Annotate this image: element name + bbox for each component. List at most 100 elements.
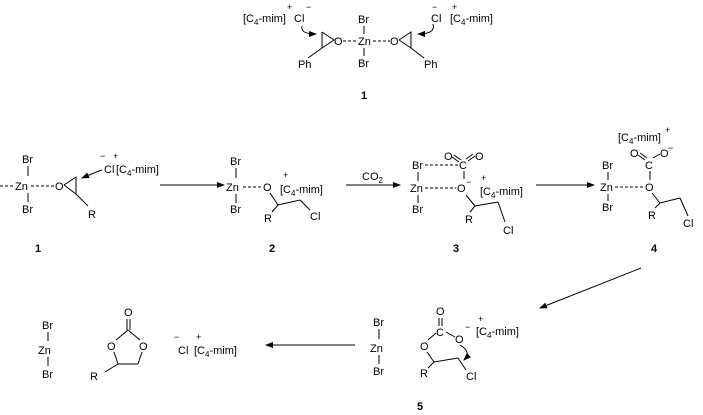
svg-text:O: O — [455, 334, 464, 346]
minus-charge: − — [306, 2, 311, 12]
compound-5: Br Zn Br O C O − + [C4-mim] O R Cl 5 — [370, 306, 519, 413]
svg-text:O: O — [660, 148, 669, 160]
svg-text:R: R — [465, 214, 473, 226]
svg-text:Br: Br — [373, 317, 384, 329]
chloride: Cl — [431, 13, 441, 25]
products: Br Zn Br O O O R − Cl + [C4-mim] — [38, 307, 237, 383]
svg-text:O: O — [436, 306, 445, 318]
svg-text:Zn: Zn — [410, 183, 423, 195]
bromine: Br — [358, 58, 369, 70]
epoxide-ring — [398, 31, 412, 49]
compound-number: 2 — [269, 243, 275, 255]
svg-text:+: + — [452, 2, 457, 12]
svg-text:Zn: Zn — [226, 182, 239, 194]
svg-text:R: R — [90, 371, 98, 383]
svg-text:O: O — [107, 341, 116, 353]
compound-number: 3 — [453, 243, 459, 255]
compound-1-top: [C4-mim] + Cl − Ph O Zn Br Br O Ph − Cl … — [243, 2, 493, 102]
svg-text:+: + — [481, 173, 486, 183]
svg-text:C: C — [459, 160, 467, 172]
svg-text:R: R — [648, 210, 656, 222]
cation-label: [C4-mim] — [476, 326, 519, 340]
svg-text:O: O — [444, 151, 453, 163]
svg-text:+: + — [665, 125, 670, 135]
svg-text:O: O — [55, 181, 64, 193]
svg-text:O: O — [263, 182, 272, 194]
svg-text:Zn: Zn — [38, 345, 51, 357]
epoxide-ring — [321, 31, 335, 49]
svg-text:R: R — [264, 213, 272, 225]
svg-text:O: O — [475, 151, 484, 163]
compound-1: Br Zn Br O R − Cl + [C4-mim] 1 — [0, 151, 159, 255]
chloride: Cl — [178, 345, 188, 357]
plus-charge: + — [287, 2, 292, 12]
reaction-arrow — [539, 267, 642, 309]
svg-text:Cl: Cl — [683, 218, 693, 230]
compound-number: 4 — [651, 243, 658, 255]
svg-text:+: + — [113, 151, 118, 161]
svg-text:Zn: Zn — [15, 181, 28, 193]
svg-text:Br: Br — [230, 204, 241, 216]
svg-text:Br: Br — [412, 204, 423, 216]
oxygen: O — [334, 36, 343, 48]
svg-text:Br: Br — [602, 160, 613, 172]
svg-text:Br: Br — [42, 320, 53, 332]
svg-text:Cl: Cl — [104, 164, 114, 176]
svg-text:Cl: Cl — [503, 225, 513, 237]
svg-text:Zn: Zn — [600, 182, 613, 194]
chloride: Cl — [294, 13, 304, 25]
compound-3: Br C O O − + Zn O [C4-mim] Br R Cl 3 — [410, 151, 523, 255]
svg-text:Zn: Zn — [370, 343, 383, 355]
curved-arrow — [417, 23, 434, 37]
svg-text:Br: Br — [230, 156, 241, 168]
svg-text:+: + — [283, 170, 288, 180]
svg-text:Cl: Cl — [310, 211, 320, 223]
cation-label: [C4-mim] — [618, 132, 661, 146]
co2-label: CO2 — [362, 171, 384, 185]
svg-text:Br: Br — [602, 202, 613, 214]
svg-text:O: O — [645, 182, 654, 194]
svg-text:+: + — [196, 332, 201, 342]
zinc: Zn — [358, 36, 371, 48]
compound-4: [C4-mim] + O O − C Br Zn O Br R Cl 4 — [600, 125, 693, 255]
compound-2: Br Zn Br O + [C4-mim] R Cl 2 — [226, 156, 323, 255]
cation-label: [C4-mim] — [450, 13, 493, 27]
svg-text:O: O — [420, 341, 429, 353]
svg-text:Br: Br — [22, 154, 33, 166]
svg-text:O: O — [139, 341, 148, 353]
phenyl: Ph — [298, 59, 311, 71]
cation-label: [C4-mim] — [194, 345, 237, 359]
cation-label: [C4-mim] — [116, 164, 159, 178]
compound-number: 1 — [361, 90, 367, 102]
svg-text:−: − — [432, 2, 437, 12]
svg-text:O: O — [630, 148, 639, 160]
cation-label: [C4-mim] — [280, 184, 323, 198]
svg-text:R: R — [88, 209, 96, 221]
svg-text:O: O — [457, 183, 466, 195]
bromine: Br — [358, 14, 369, 26]
compound-number: 5 — [417, 401, 423, 413]
svg-text:+: + — [478, 314, 483, 324]
oxygen: O — [390, 36, 399, 48]
svg-text:Br: Br — [373, 366, 384, 378]
svg-text:Cl: Cl — [466, 371, 476, 383]
svg-text:Br: Br — [412, 160, 423, 172]
svg-text:−: − — [100, 151, 105, 161]
svg-text:−: − — [466, 177, 471, 187]
cyclic-carbonate: O O O R — [90, 307, 148, 383]
svg-text:Br: Br — [42, 369, 53, 381]
curved-arrow — [301, 25, 317, 37]
compound-number: 1 — [35, 243, 41, 255]
phenyl: Ph — [424, 59, 437, 71]
svg-text:C: C — [436, 327, 444, 339]
svg-text:R: R — [420, 368, 428, 380]
svg-text:Br: Br — [22, 204, 33, 216]
curved-arrow — [459, 344, 472, 361]
svg-text:−: − — [174, 332, 179, 342]
svg-text:C: C — [645, 160, 653, 172]
cation-label: [C4-mim] — [243, 13, 286, 27]
svg-text:O: O — [124, 307, 133, 319]
svg-text:−: − — [668, 143, 673, 153]
svg-text:−: − — [465, 322, 470, 332]
